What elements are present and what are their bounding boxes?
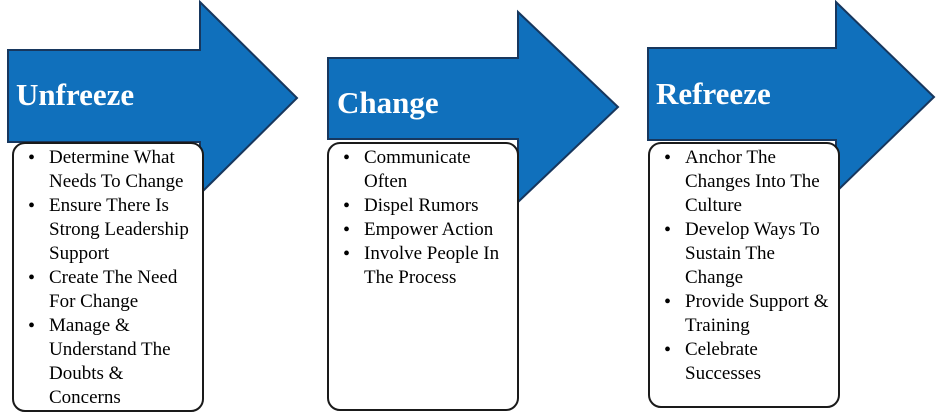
change-right-arrow-icon <box>327 9 620 205</box>
bullet-icon: • <box>28 147 36 169</box>
refreeze-details-box: • Anchor The Changes Into The Culture • De… <box>648 142 840 408</box>
bullet-icon: • <box>343 219 351 241</box>
bullet-icon: • <box>343 243 351 265</box>
list-item: • Dispel Rumors <box>329 194 509 218</box>
list-item-text: Manage & Understand The Doubts & Concern… <box>49 315 171 408</box>
bullet-icon: • <box>664 291 672 313</box>
stage-title-change: Change <box>337 85 439 120</box>
bullet-icon: • <box>28 195 36 217</box>
stage-title-refreeze: Refreeze <box>656 76 771 111</box>
list-item: • Develop Ways To Sustain The Change <box>650 218 830 290</box>
list-item-text: Anchor The Changes Into The Culture <box>685 147 820 216</box>
change-bullet-list: • Communicate Often • Dispel Rumors • Empow… <box>329 144 517 290</box>
refreeze-bullet-list: • Anchor The Changes Into The Culture • De… <box>650 144 838 386</box>
list-item: • Determine What Needs To Change <box>14 146 194 194</box>
list-item-text: Provide Support & Training <box>685 291 829 336</box>
list-item-text: Communicate Often <box>364 147 471 192</box>
list-item: • Ensure There Is Strong Leadership Suppo… <box>14 194 194 266</box>
list-item: • Celebrate Successes <box>650 338 830 386</box>
list-item: • Create The Need For Change <box>14 266 194 314</box>
bullet-icon: • <box>664 147 672 169</box>
list-item-text: Create The Need For Change <box>49 267 178 312</box>
list-item-text: Determine What Needs To Change <box>49 147 184 192</box>
change-details-box: • Communicate Often • Dispel Rumors • Empow… <box>327 142 519 411</box>
list-item-text: Dispel Rumors <box>364 195 479 216</box>
list-item: • Provide Support & Training <box>650 290 830 338</box>
bullet-icon: • <box>343 195 351 217</box>
bullet-icon: • <box>28 315 36 337</box>
list-item: • Empower Action <box>329 218 509 242</box>
list-item-text: Ensure There Is Strong Leadership Suppor… <box>49 195 189 264</box>
list-item: • Manage & Understand The Doubts & Concer… <box>14 314 194 410</box>
list-item: • Communicate Often <box>329 146 509 194</box>
bullet-icon: • <box>343 147 351 169</box>
bullet-icon: • <box>664 339 672 361</box>
bullet-icon: • <box>28 267 36 289</box>
list-item-text: Involve People In The Process <box>364 243 500 288</box>
refreeze-right-arrow-icon <box>647 0 936 195</box>
list-item-text: Develop Ways To Sustain The Change <box>685 219 820 288</box>
list-item: • Anchor The Changes Into The Culture <box>650 146 830 218</box>
stage-title-unfreeze: Unfreeze <box>16 77 135 112</box>
list-item-text: Empower Action <box>364 219 494 240</box>
bullet-icon: • <box>664 219 672 241</box>
unfreeze-details-box: • Determine What Needs To Change • Ensure … <box>12 142 204 412</box>
list-item: • Involve People In The Process <box>329 242 509 290</box>
unfreeze-bullet-list: • Determine What Needs To Change • Ensure … <box>14 144 202 410</box>
list-item-text: Celebrate Successes <box>685 339 761 384</box>
